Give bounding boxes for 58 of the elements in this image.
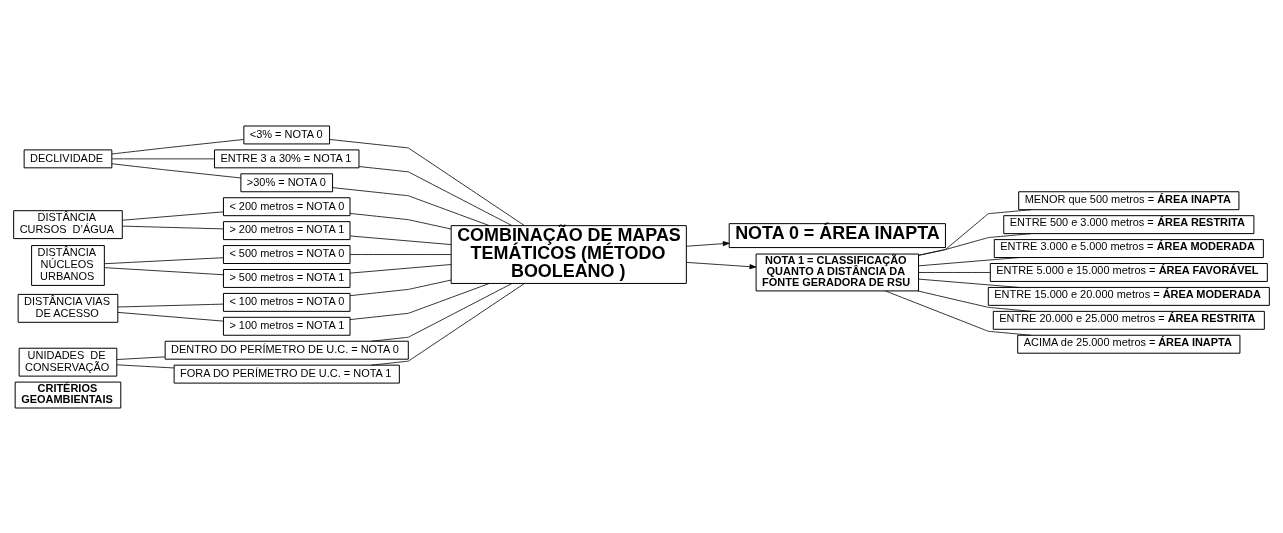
node-box: NOTA 0 = ÁREA INAPTA — [728, 222, 946, 248]
connector — [117, 303, 224, 307]
node-box: ENTRE 3.000 e 5.000 metros = ÁREA MODERADA — [993, 238, 1264, 258]
node-box: NOTA 1 = CLASSIFICAÇÃO QUANTO A DISTÂNCIA DA FONTE GERADORA DE RSU — [755, 253, 920, 291]
connector — [122, 225, 224, 229]
node-box: > 100 metros = NOTA 1 — [222, 316, 351, 336]
connector — [117, 311, 224, 322]
connector — [884, 290, 1032, 336]
connector — [371, 282, 525, 366]
node-box: DISTÂNCIA NÚCLEOS URBANOS — [31, 244, 105, 286]
connector — [918, 232, 1032, 256]
connector — [111, 138, 244, 154]
node-box: < 100 metros = NOTA 0 — [222, 292, 351, 312]
connector — [349, 212, 452, 229]
connector — [116, 363, 175, 368]
connector — [111, 162, 242, 178]
connector — [329, 138, 525, 226]
node-box: CRITÉRIOS GEOAMBIENTAIS — [14, 381, 122, 408]
node-box: ENTRE 15.000 e 20.000 metros = ÁREA MODERADA — [987, 286, 1270, 306]
node-box: MENOR que 500 metros = ÁREA INAPTA — [1018, 190, 1240, 210]
arrow — [686, 261, 757, 269]
node-box: UNIDADES DE CONSERVAÇÃO — [18, 347, 118, 377]
node-box: ENTRE 3 a 30% = NOTA 1 — [213, 148, 360, 168]
node-box: FORA DO PERÍMETRO DE U.C. = NOTA 1 — [173, 364, 400, 384]
connector — [917, 290, 1032, 312]
connector — [349, 253, 452, 255]
connector — [918, 271, 991, 273]
connector — [349, 235, 452, 245]
node-box: > 200 metros = NOTA 1 — [222, 220, 351, 240]
node-box: ENTRE 20.000 e 25.000 metros = ÁREA RESTRITA — [992, 310, 1265, 330]
node-box: ACIMA de 25.000 metros = ÁREA INAPTA — [1017, 334, 1241, 354]
node-box: ENTRE 500 e 3.000 metros = ÁREA RESTRITA — [1003, 214, 1255, 234]
connector — [918, 278, 1020, 288]
node-box: COMBINAÇÃO DE MAPAS TEMÁTICOS (MÉTODO BOOLEANO ) — [450, 224, 687, 284]
node-box: DECLIVIDADE — [23, 148, 113, 168]
connector — [104, 266, 224, 275]
node-box: ENTRE 5.000 e 15.000 metros = ÁREA FAVORÁVEL — [989, 262, 1268, 282]
connector — [349, 282, 490, 320]
connector — [332, 186, 490, 226]
node-box: < 200 metros = NOTA 0 — [222, 196, 351, 216]
node-box: DENTRO DO PERÍMETRO DE U.C. = NOTA 0 — [164, 340, 409, 360]
node-box: >30% = NOTA 0 — [240, 172, 334, 192]
connector — [918, 208, 1032, 256]
node-box: DISTÂNCIA VIAS DE ACESSO — [17, 293, 119, 323]
connector — [349, 263, 452, 273]
node-box: > 500 metros = NOTA 1 — [222, 268, 351, 288]
arrow — [686, 240, 730, 247]
node-box: DISTÂNCIA CURSOS D’ÁGUA — [13, 209, 123, 239]
connector — [358, 165, 513, 226]
node-box: < 500 metros = NOTA 0 — [222, 244, 351, 264]
connector — [111, 157, 215, 159]
connector — [371, 282, 513, 342]
connector — [104, 256, 224, 264]
node-box: <3% = NOTA 0 — [243, 125, 331, 144]
connector — [116, 356, 166, 360]
connector — [349, 279, 452, 296]
connector — [918, 256, 1020, 266]
connector — [122, 211, 224, 221]
